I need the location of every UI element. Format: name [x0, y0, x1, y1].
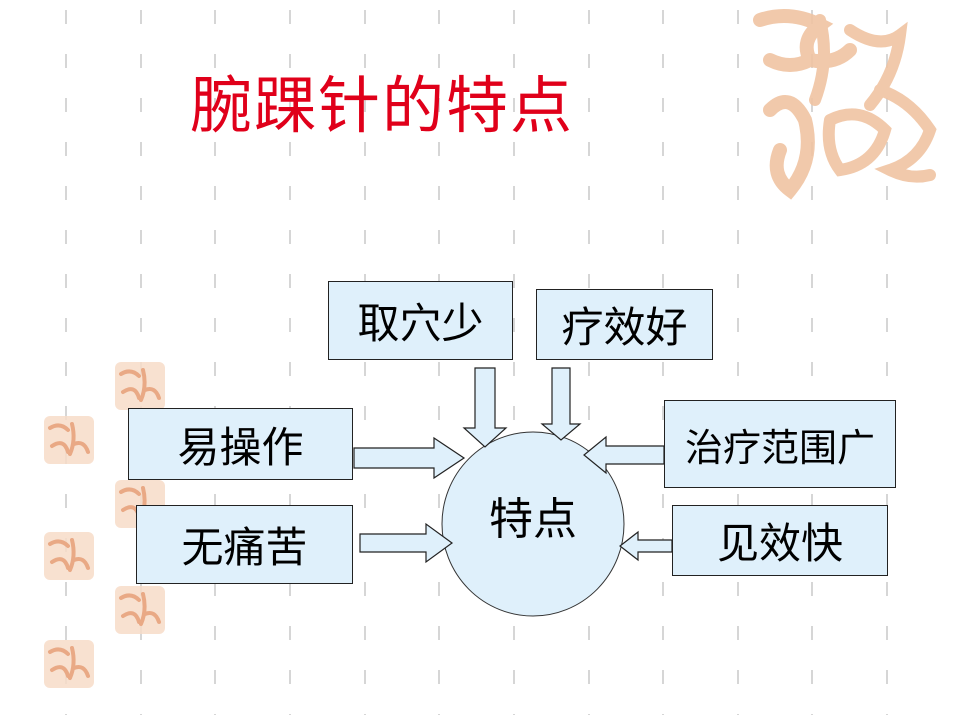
small-seal-watermark [44, 416, 94, 464]
feature-box-few-acupoints: 取穴少 [328, 281, 513, 360]
feature-box-good-efficacy: 疗效好 [536, 289, 713, 360]
arrow-from-right-upper [583, 435, 665, 475]
center-label: 特点 [489, 494, 577, 545]
feature-box-easy-operation: 易操作 [128, 408, 353, 480]
feature-label: 易操作 [177, 422, 304, 472]
feature-box-painless: 无痛苦 [136, 505, 353, 584]
feature-label: 见效快 [716, 519, 843, 568]
feature-label: 无痛苦 [181, 523, 308, 572]
arrow-from-top-right [540, 367, 582, 441]
feature-box-fast-effect: 见效快 [672, 505, 888, 576]
small-seal-watermark [115, 362, 165, 410]
small-seal-watermark [115, 586, 165, 634]
arrow-from-left-upper [353, 436, 466, 480]
small-seal-watermark [44, 532, 94, 580]
arrow-from-top-left [462, 367, 508, 448]
feature-box-wide-range: 治疗范围广 [664, 400, 896, 488]
small-seal-watermark [44, 640, 94, 688]
slide-title: 腕踝针的特点 [190, 69, 575, 142]
feature-label: 治疗范围广 [684, 425, 875, 470]
feature-label: 取穴少 [357, 299, 484, 348]
center-circle [441, 431, 625, 617]
large-seal-watermark [753, 9, 937, 200]
arrow-from-right-lower [619, 530, 673, 562]
feature-label: 疗效好 [561, 303, 688, 352]
arrow-from-left-lower [359, 522, 454, 564]
